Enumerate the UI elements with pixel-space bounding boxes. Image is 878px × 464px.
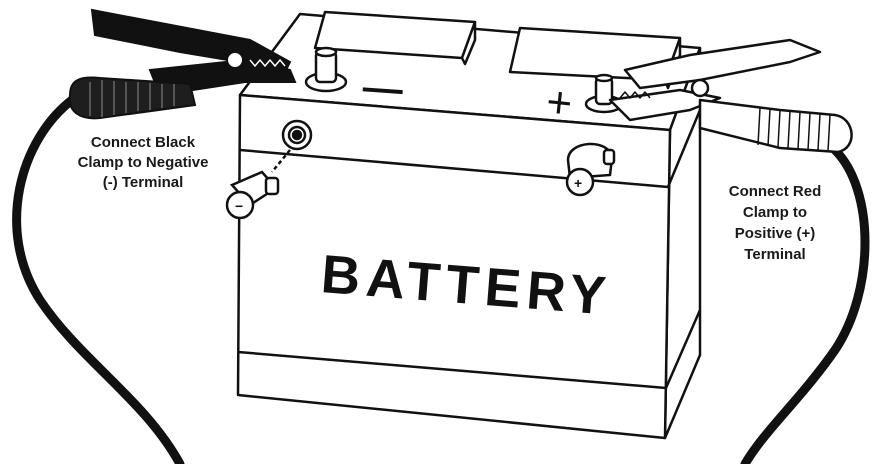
- red-clamp-instruction-line-1: Connect Red: [729, 183, 822, 200]
- black-clamp-instruction-line-1: Connect Black: [91, 134, 196, 151]
- top-positive-mark: +: [544, 77, 575, 128]
- black-clamp-instruction-line-2: Clamp to Negative: [78, 154, 209, 171]
- top-negative-mark: —: [361, 65, 404, 112]
- red-clamp-hinge: [692, 80, 708, 96]
- black-clamp-hinge: [227, 52, 243, 68]
- black-clamp-handle: [70, 78, 195, 119]
- red-clamp-instruction-line-2: Clamp to: [743, 204, 807, 221]
- side-negative-symbol: −: [235, 198, 243, 214]
- side-positive-symbol: +: [574, 175, 582, 191]
- red-clamp-instruction: Connect Red Clamp to Positive (+) Termin…: [729, 183, 822, 263]
- red-clamp-instruction-line-3: Positive (+): [735, 225, 815, 242]
- black-clamp-instruction-line-3: (-) Terminal: [103, 174, 184, 191]
- red-clamp-instruction-line-4: Terminal: [744, 246, 805, 263]
- black-clamp-instruction: Connect Black Clamp to Negative (-) Term…: [78, 134, 209, 191]
